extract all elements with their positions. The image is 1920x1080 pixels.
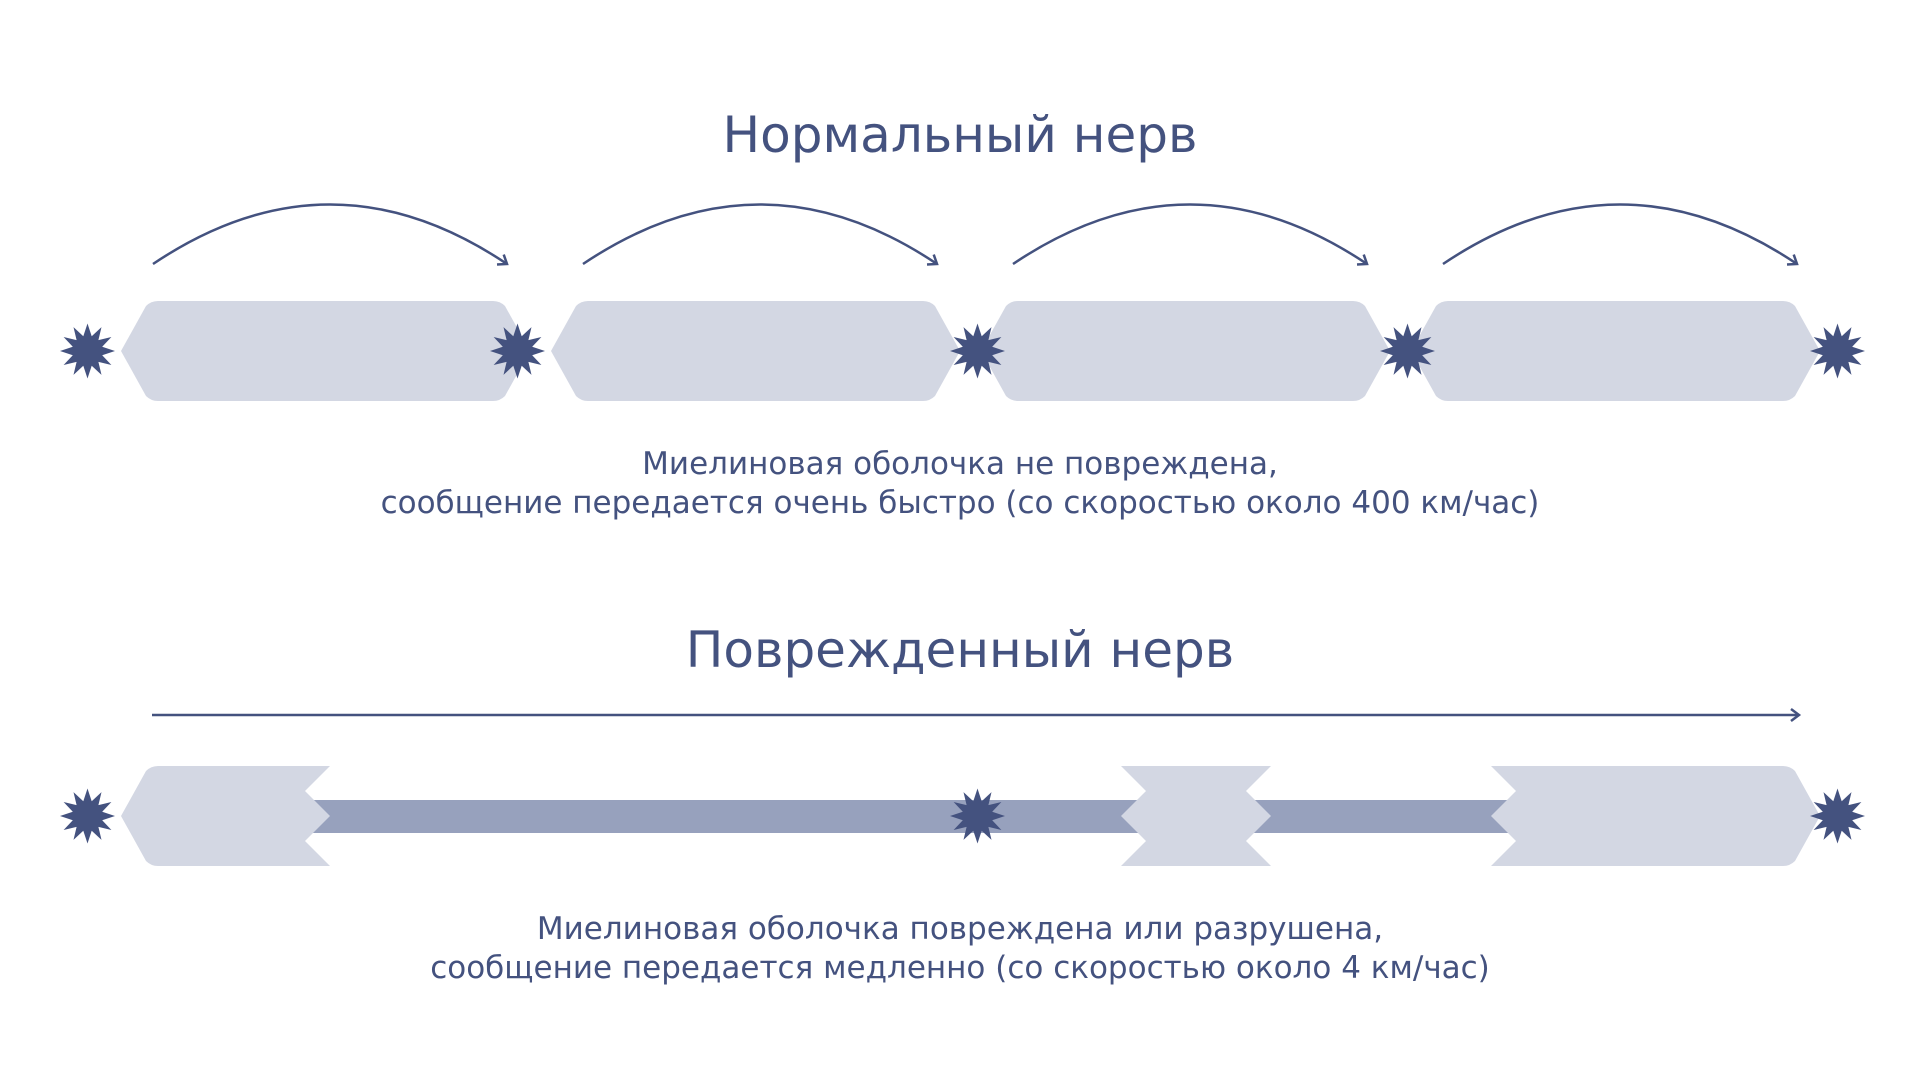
damaged-nodes [60, 788, 1865, 844]
damaged-nerve-caption: Миелиновая оболочка повреждена или разру… [0, 910, 1920, 988]
damaged-caption-line-1: Миелиновая оболочка повреждена или разру… [536, 911, 1384, 947]
myelin-segment [1411, 301, 1820, 401]
myelin-segment [551, 301, 960, 401]
ranvier-node [1810, 788, 1865, 844]
normal-nerve-title: Нормальный нерв [722, 106, 1198, 164]
nodes-of-ranvier [60, 323, 1865, 379]
normal-caption-line-2: сообщение передается очень быстро (со ск… [380, 485, 1540, 521]
myelin-segment [121, 301, 530, 401]
myelin-segments [121, 301, 1820, 401]
normal-nerve-caption: Миелиновая оболочка не повреждена, сообщ… [0, 445, 1920, 523]
myelin-fragment [1121, 766, 1271, 866]
ranvier-node [950, 788, 1005, 844]
ranvier-node [60, 323, 115, 379]
ranvier-node [490, 323, 545, 379]
damaged-nerve [60, 708, 1865, 866]
jump-arrow [582, 203, 939, 266]
normal-caption-line-1: Миелиновая оболочка не повреждена, [642, 446, 1278, 482]
exposed-axon [300, 800, 1540, 833]
myelin-fragment [121, 766, 330, 866]
ranvier-node [1380, 323, 1435, 379]
jump-arrow [1442, 203, 1799, 266]
myelin-fragment [1491, 766, 1820, 866]
ranvier-node [60, 788, 115, 844]
myelin-segment [981, 301, 1390, 401]
saltatory-arrows [152, 203, 1799, 266]
ranvier-node [950, 323, 1005, 379]
myelin-fragments [121, 766, 1820, 866]
jump-arrow [152, 203, 509, 266]
ranvier-node [1810, 323, 1865, 379]
jump-arrow [1012, 203, 1369, 266]
damaged-nerve-title: Поврежденный нерв [685, 621, 1235, 679]
normal-nerve [60, 203, 1865, 401]
damaged-caption-line-2: сообщение передается медленно (со скорос… [430, 950, 1490, 986]
